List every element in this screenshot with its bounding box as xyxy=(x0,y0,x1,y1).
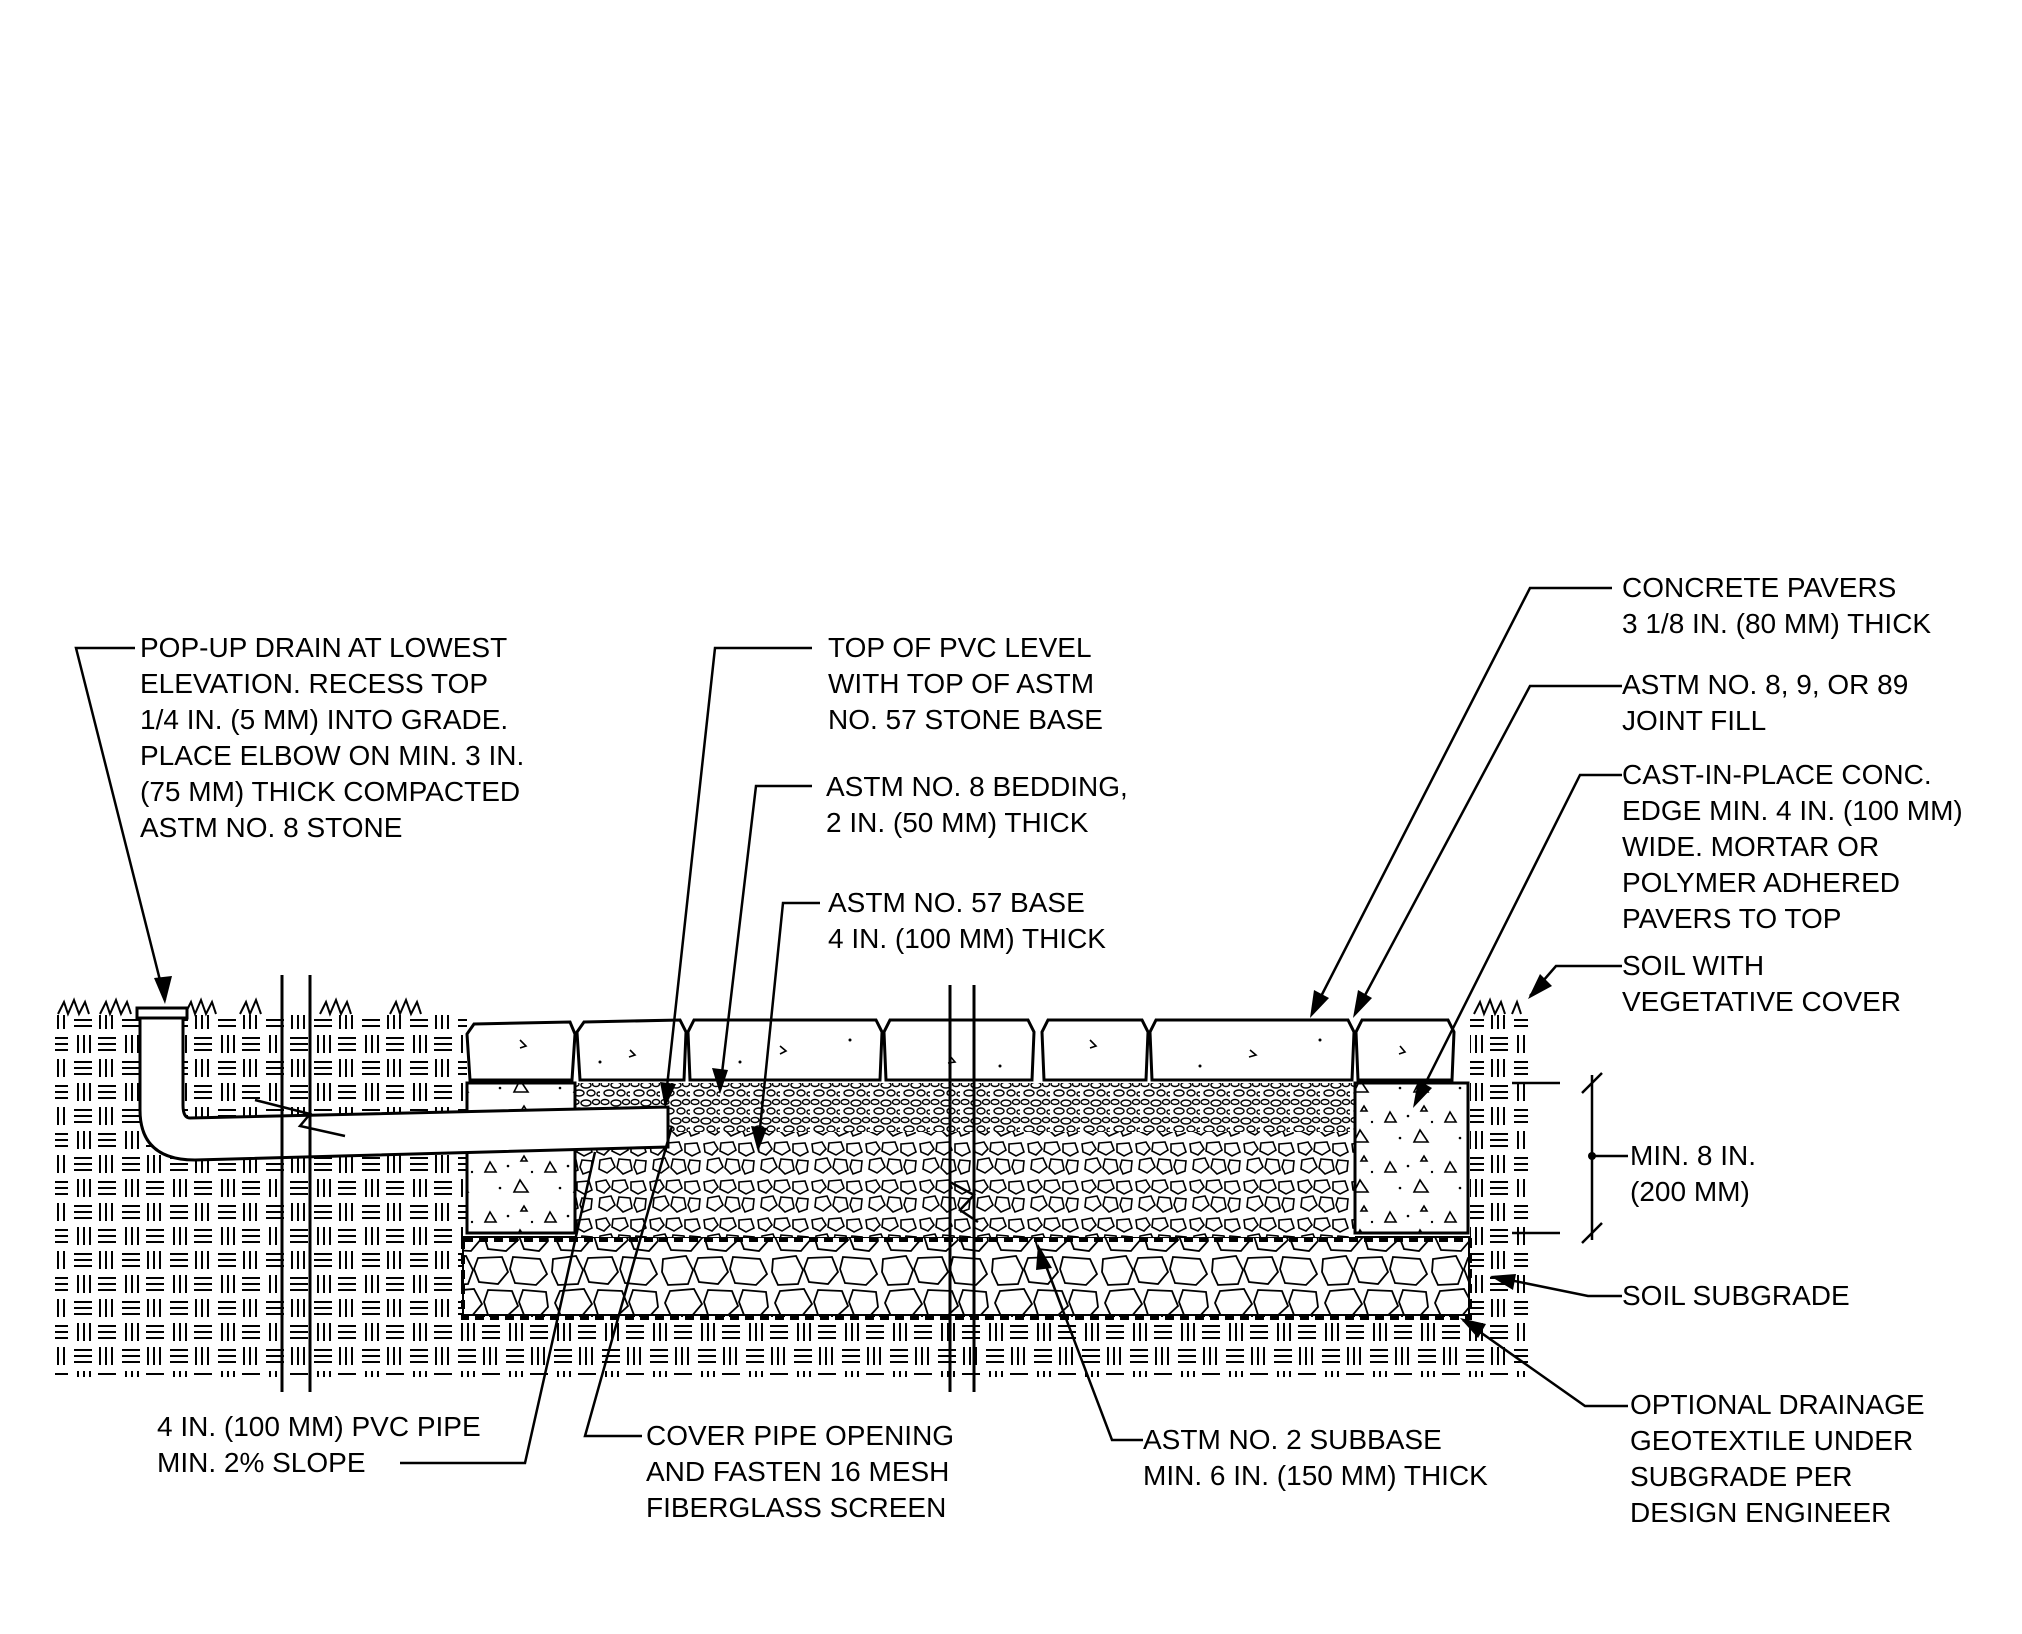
paver-dots xyxy=(598,1038,1322,1068)
concrete-edge-right xyxy=(1353,1081,1470,1235)
soil-left xyxy=(55,1015,467,1377)
astm-no2-subbase xyxy=(462,1236,1470,1316)
label-geotextile: OPTIONAL DRAINAGE GEOTEXTILE UNDER SUBGR… xyxy=(1630,1389,1925,1528)
label-top-of-pvc: TOP OF PVC LEVEL WITH TOP OF ASTM NO. 57… xyxy=(828,632,1103,735)
soil-under-subbase xyxy=(462,1315,1472,1377)
concrete-pavers xyxy=(465,1018,1456,1082)
arrowheads xyxy=(154,974,1552,1338)
label-soil-cover: SOIL WITH VEGETATIVE COVER xyxy=(1622,950,1902,1017)
concrete-edge-left xyxy=(465,1081,577,1235)
pop-up-drain-cap xyxy=(135,1006,189,1020)
leader-base xyxy=(756,901,820,1149)
astm-no8-bedding xyxy=(575,1083,1355,1132)
label-concrete-pavers: CONCRETE PAVERS 3 1/8 IN. (80 MM) THICK xyxy=(1622,572,1932,639)
label-subbase: ASTM NO. 2 SUBBASE MIN. 6 IN. (150 MM) T… xyxy=(1143,1424,1488,1491)
dimension-dot xyxy=(1588,1152,1596,1160)
label-min-depth: MIN. 8 IN. (200 MM) xyxy=(1630,1140,1757,1207)
label-bedding: ASTM NO. 8 BEDDING, 2 IN. (50 MM) THICK xyxy=(826,771,1128,838)
label-soil-subgrade: SOIL SUBGRADE xyxy=(1622,1280,1850,1311)
leader-top-of-pvc xyxy=(663,646,812,1106)
break-lines xyxy=(280,975,976,1392)
leader-pvc-pipe xyxy=(400,1151,597,1465)
label-cast-in-place: CAST-IN-PLACE CONC. EDGE MIN. 4 IN. (100… xyxy=(1622,759,1963,934)
leader-cover-pipe xyxy=(583,1125,674,1438)
label-base: ASTM NO. 57 BASE 4 IN. (100 MM) THICK xyxy=(828,887,1106,954)
astm-no57-base xyxy=(575,1132,1355,1237)
label-joint-fill: ASTM NO. 8, 9, OR 89 JOINT FILL xyxy=(1622,669,1909,736)
pvc-pipe xyxy=(138,1013,670,1162)
leader-geotextile xyxy=(1462,1318,1628,1408)
leader-concrete-pavers xyxy=(1310,586,1612,1015)
min-depth-dimension xyxy=(1512,1072,1628,1244)
leader-joint-fill xyxy=(1353,684,1622,1015)
subbase-break-mark xyxy=(949,1180,979,1224)
leader-soil-subgrade xyxy=(1494,1275,1622,1298)
leader-bedding xyxy=(718,784,812,1091)
label-pop-up-drain: POP-UP DRAIN AT LOWEST ELEVATION. RECESS… xyxy=(140,632,525,843)
label-pvc-pipe: 4 IN. (100 MM) PVC PIPE MIN. 2% SLOPE xyxy=(157,1411,481,1478)
grass-tufts xyxy=(57,997,1522,1017)
leader-pop-up-drain xyxy=(74,646,167,1001)
leader-cast-in-place xyxy=(1413,773,1622,1105)
leader-subbase xyxy=(1038,1249,1143,1442)
soil-right xyxy=(1470,1015,1528,1377)
leader-lines xyxy=(74,586,1628,1465)
geotextile-line xyxy=(461,1238,1472,1320)
paver-speckles xyxy=(519,1039,1407,1064)
label-cover-pipe: COVER PIPE OPENING AND FASTEN 16 MESH FI… xyxy=(646,1420,955,1523)
